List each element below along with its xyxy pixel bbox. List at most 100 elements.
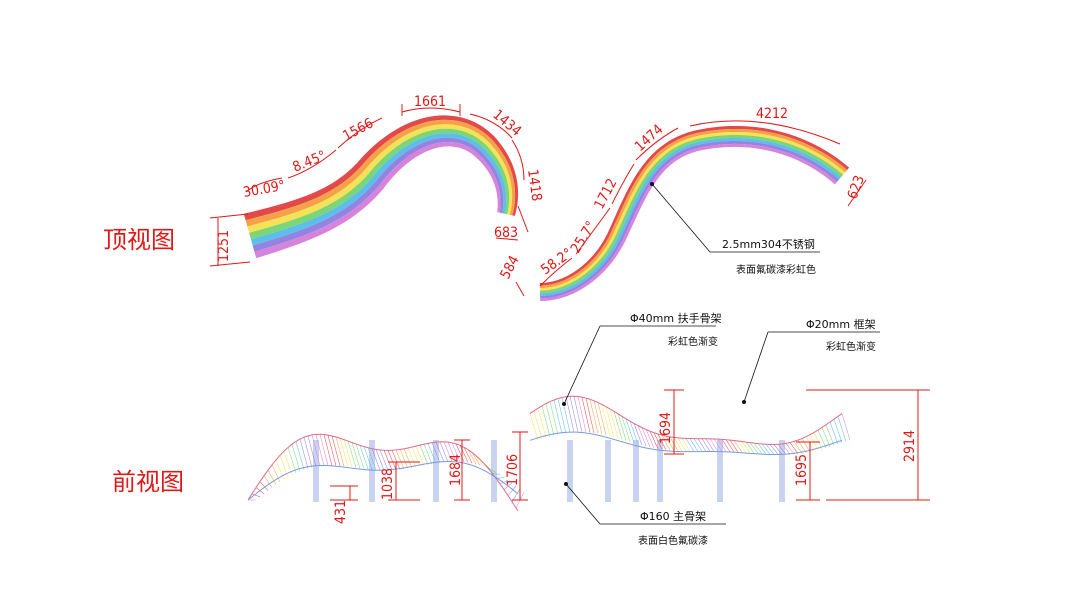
dim-line-1418 xyxy=(511,139,525,181)
mesh-left-strand xyxy=(491,472,501,476)
mesh-right-strand xyxy=(821,427,831,448)
mesh-right-strand xyxy=(769,444,779,455)
mesh-left-strand xyxy=(315,434,325,466)
dim-line-25-7 xyxy=(575,207,611,255)
mesh-right-strand xyxy=(621,416,631,442)
mesh-right-strand xyxy=(609,408,619,439)
column-6 xyxy=(633,440,639,502)
mesh-left-strand xyxy=(399,449,409,469)
frame-note-line1: Φ20mm 框架 xyxy=(806,318,876,331)
dim-1695: 1695 xyxy=(794,454,810,486)
column-1 xyxy=(369,440,375,502)
frame-note-line2: 彩虹色渐变 xyxy=(826,340,876,353)
mesh-right-strand xyxy=(745,441,755,454)
mesh-right-strand xyxy=(777,444,787,455)
mesh-right-strand xyxy=(817,429,827,449)
mesh-right-strand xyxy=(589,399,599,434)
mesh-right-bottom-edge xyxy=(529,431,843,456)
dim-431: 431 xyxy=(333,500,349,524)
front-dimension-lines xyxy=(330,389,930,501)
mesh-right-strand xyxy=(553,399,563,434)
mesh-left-strand xyxy=(311,434,321,467)
mesh-left-strand xyxy=(387,450,397,470)
mesh-right-strand xyxy=(613,411,623,440)
mesh-left-strand xyxy=(487,467,497,473)
handrail-note-line1: Φ40mm 扶手骨架 xyxy=(630,311,722,325)
column-4 xyxy=(567,440,573,502)
mesh-left-strand xyxy=(499,479,509,485)
mesh-left-strand xyxy=(459,445,469,463)
mesh-right-strand xyxy=(657,433,667,451)
mesh-right-strand xyxy=(625,418,635,444)
mesh-right-strand xyxy=(713,438,723,452)
mesh-right-strand xyxy=(649,431,659,449)
mesh-right-strand xyxy=(581,397,591,433)
dim-line-8-45 xyxy=(287,149,337,179)
mesh-left-strand xyxy=(507,485,517,496)
top-view: 顶视图 1251 xyxy=(103,94,868,301)
dim-2914: 2914 xyxy=(902,430,918,462)
mesh-left-strand xyxy=(351,442,361,469)
dim-1434: 1434 xyxy=(489,107,524,140)
mesh-left-strand xyxy=(335,436,345,467)
mesh-right-strand xyxy=(645,429,655,449)
mesh-left-strand xyxy=(423,444,433,465)
dim-1661: 1661 xyxy=(414,94,446,110)
mesh-left-strand xyxy=(267,470,277,485)
mesh-right-strand xyxy=(597,402,607,436)
mesh-right-strand xyxy=(757,443,767,455)
mesh-right-strand xyxy=(705,438,715,452)
dim-line-1434 xyxy=(469,113,513,139)
mesh-left-strand xyxy=(347,440,357,468)
mesh-right-strand xyxy=(617,413,627,441)
dim-line-30-09 xyxy=(245,177,283,193)
mesh-right-strand xyxy=(593,400,603,435)
mesh-right-strand xyxy=(601,404,611,437)
mesh-right-strand xyxy=(629,421,639,445)
mesh-left-strand xyxy=(327,435,337,466)
handrail-note-line2: 彩虹色渐变 xyxy=(668,335,718,348)
top-view-label: 顶视图 xyxy=(103,226,175,254)
mesh-right-strand xyxy=(545,403,555,436)
band-left-stripe-1 xyxy=(245,119,516,227)
mesh-left-strand xyxy=(287,447,297,474)
support-columns xyxy=(313,440,785,502)
mesh-right-strand xyxy=(733,440,743,453)
mesh-left-strand xyxy=(455,443,465,462)
mesh-left-strand xyxy=(407,447,417,468)
rainbow-band-left xyxy=(243,115,519,259)
mesh-left-strand xyxy=(363,446,373,470)
dim-1418: 1418 xyxy=(524,168,544,202)
mesh-left-strand xyxy=(275,459,285,480)
mesh-right-strand xyxy=(717,438,727,452)
mesh-left-strand xyxy=(435,442,445,463)
mesh-left-strand xyxy=(403,448,413,469)
mesh-left-strand xyxy=(251,493,261,498)
dim-623: 623 xyxy=(845,173,868,201)
mesh-right-strand xyxy=(641,427,651,448)
dim-58-2: 58.2° xyxy=(538,245,575,278)
dim-line-623 xyxy=(847,179,867,207)
dim-line-4212 xyxy=(689,120,841,145)
mesh-right-strand xyxy=(661,435,671,451)
main-frame-note-line2: 表面白色氟碳漆 xyxy=(638,534,708,547)
dim-683: 683 xyxy=(494,225,518,241)
dim-1712: 1712 xyxy=(591,176,620,212)
front-leaders xyxy=(562,325,880,525)
mesh-right-strand xyxy=(729,439,739,453)
mesh-left-strand xyxy=(471,452,481,466)
top-dimension-lines xyxy=(209,104,867,297)
mesh-right-strand xyxy=(529,413,539,441)
front-view: 前视图 xyxy=(112,311,930,547)
mesh-right-strand xyxy=(721,439,731,452)
dim-4212: 4212 xyxy=(756,106,788,122)
mesh-left-strand xyxy=(451,442,461,462)
material-leader xyxy=(650,182,820,253)
mesh-left-strand xyxy=(443,441,453,462)
mesh-left-strand xyxy=(375,449,385,471)
mesh-left-strand xyxy=(371,448,381,471)
mesh-right-strand xyxy=(633,423,643,446)
dim-1251: 1251 xyxy=(216,230,232,262)
mesh-left-strand xyxy=(291,444,301,472)
